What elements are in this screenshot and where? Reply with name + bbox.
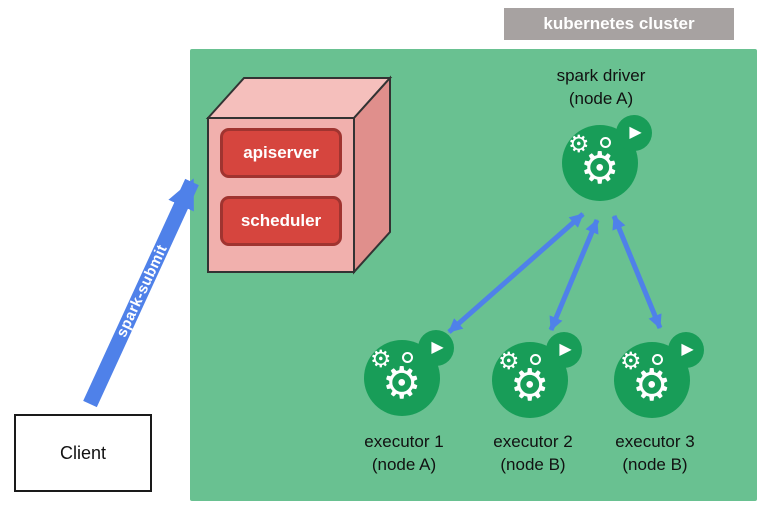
executor-3-name: executor 3 [615, 432, 695, 451]
ring-icon [530, 354, 541, 365]
executor-2-label: executor 2 (node B) [443, 430, 623, 476]
play-badge: ▶ [546, 332, 582, 368]
scheduler-box: scheduler [220, 196, 342, 246]
play-icon: ▶ [629, 124, 642, 141]
executor-3-node: (node B) [622, 455, 688, 474]
play-badge: ▶ [616, 115, 652, 151]
spark-driver-label: spark driver (node A) [511, 64, 691, 110]
ring-icon [402, 352, 413, 363]
ring-icon [600, 137, 611, 148]
executor-3-icon: ⚙ ⚙ ▶ [612, 330, 704, 422]
executor-2-name: executor 2 [493, 432, 573, 451]
gear-icon: ⚙ [382, 359, 422, 408]
client-box: Client [14, 414, 152, 492]
executor-1-icon: ⚙ ⚙ ▶ [362, 328, 454, 420]
executor-1-label: executor 1 (node A) [314, 430, 494, 476]
spark-submit-label: spark-submit [113, 242, 171, 340]
play-icon: ▶ [559, 341, 572, 358]
executor-3-label: executor 3 (node B) [565, 430, 745, 476]
gear-icon: ⚙ [580, 144, 620, 193]
executor-2-node: (node B) [500, 455, 566, 474]
executor-1-name: executor 1 [364, 432, 444, 451]
spark-driver-icon: ⚙ ⚙ ▶ [560, 113, 652, 205]
kubernetes-cluster-label: kubernetes cluster [504, 8, 734, 40]
executor-2-icon: ⚙ ⚙ ▶ [490, 330, 582, 422]
gear-icon: ⚙ [620, 348, 642, 375]
gear-icon: ⚙ [370, 346, 392, 373]
play-badge: ▶ [668, 332, 704, 368]
gear-icon: ⚙ [510, 361, 550, 410]
gear-icon: ⚙ [498, 348, 520, 375]
spark-driver-name: spark driver [556, 66, 646, 85]
play-badge: ▶ [418, 330, 454, 366]
gear-icon: ⚙ [632, 361, 672, 410]
play-icon: ▶ [681, 341, 694, 358]
spark-driver-node: (node A) [568, 89, 634, 108]
executor-1-node: (node A) [371, 455, 437, 474]
gear-icon: ⚙ [568, 131, 590, 158]
play-icon: ▶ [431, 339, 444, 356]
ring-icon [652, 354, 663, 365]
apiserver-box: apiserver [220, 128, 342, 178]
